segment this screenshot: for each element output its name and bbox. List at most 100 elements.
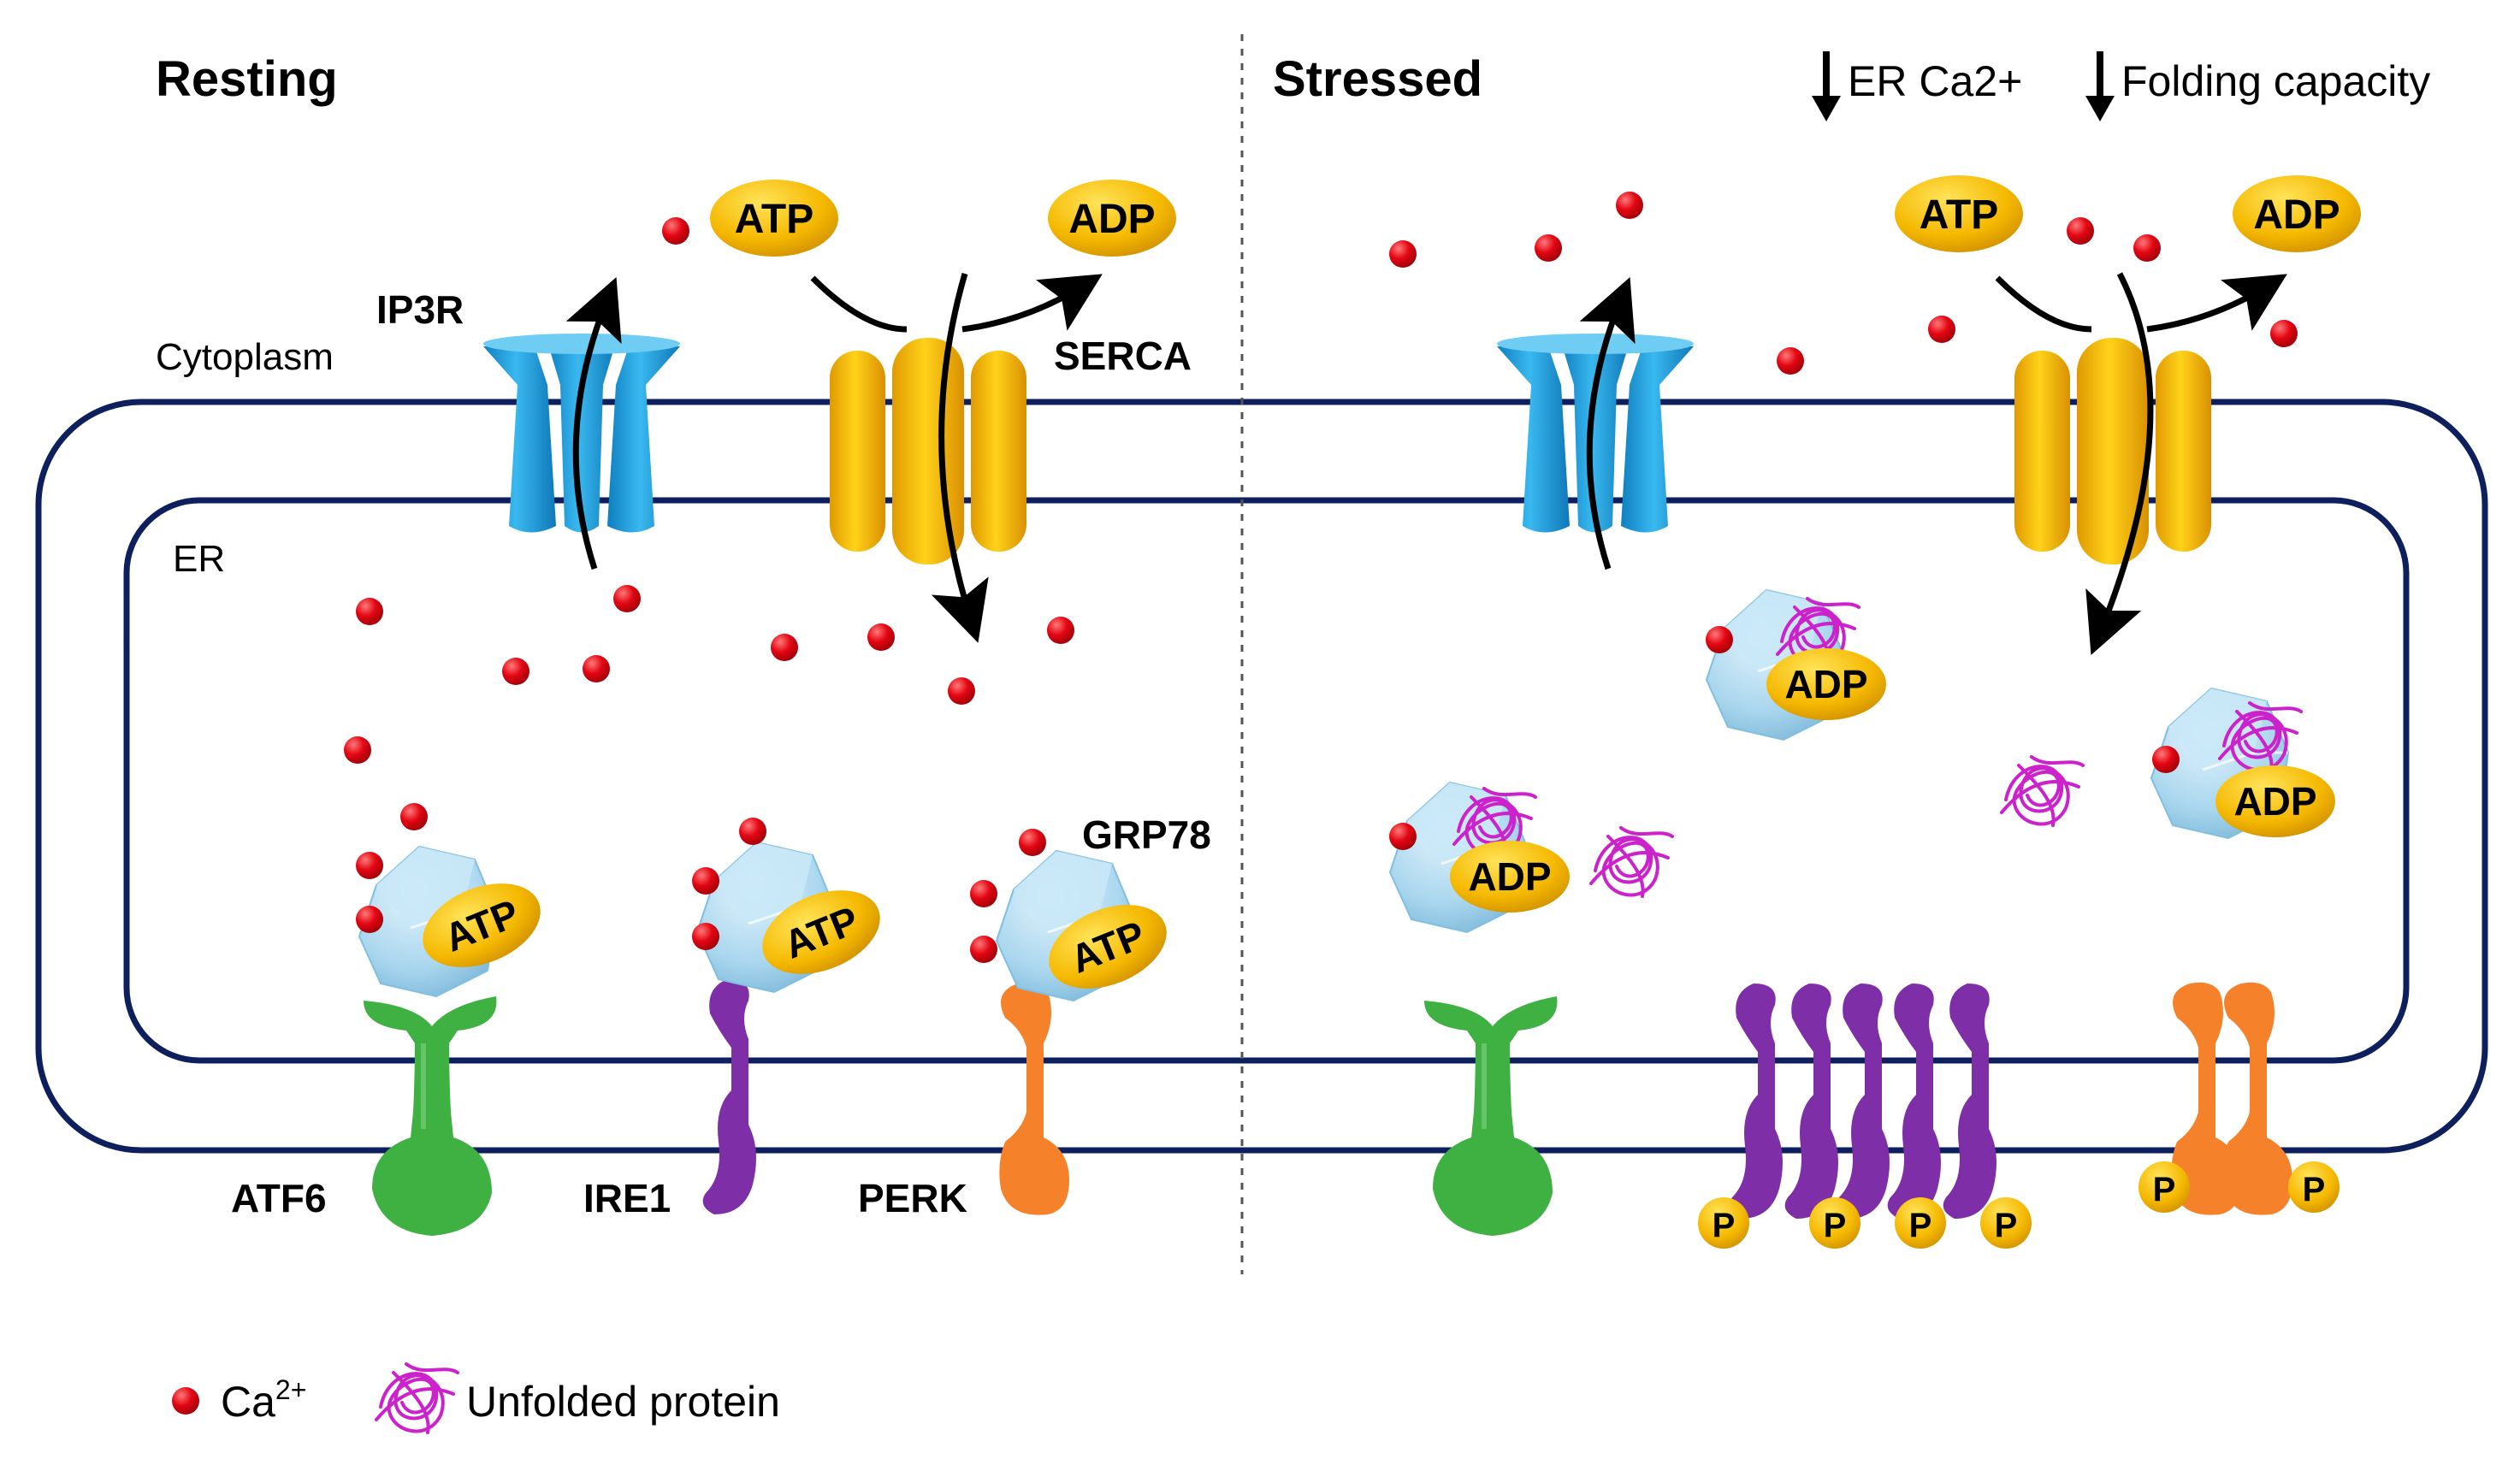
- ca-release-arrow: [565, 277, 622, 570]
- atp-molecule: ATP: [762, 890, 880, 974]
- calcium-ion: [970, 880, 997, 907]
- adp-molecule: [1450, 841, 1570, 913]
- calcium-ion: [692, 923, 719, 950]
- perk-sensor: [999, 982, 1069, 1215]
- ip3r-label: IP3R: [376, 287, 464, 332]
- adp-label: ADP: [1784, 662, 1867, 706]
- perk-dimer: [2171, 982, 2292, 1215]
- adp-out-arrow: [2146, 274, 2287, 333]
- ca-release-arrow: [1579, 277, 1636, 570]
- phosphate-group: P: [2288, 1161, 2340, 1213]
- ire1-sensor: [1836, 984, 1890, 1219]
- calcium-ion: [2152, 746, 2180, 773]
- svg-text:P: P: [1713, 1207, 1736, 1244]
- adp-label: ADP: [2253, 192, 2340, 238]
- cytoplasm-label: Cytoplasm: [156, 336, 334, 378]
- phosphate-group: P: [1895, 1197, 1946, 1249]
- grp78-bound-unfolded: ADP: [2150, 687, 2335, 840]
- atp-molecule: ATP: [710, 180, 838, 257]
- calcium-ion: [1389, 823, 1417, 850]
- phosphate-group: P: [1698, 1197, 1749, 1249]
- grp78-label: GRP78: [1082, 812, 1211, 857]
- calcium-ion: [2270, 320, 2298, 347]
- calcium-ion: [970, 936, 997, 963]
- calcium-ion: [739, 818, 766, 845]
- calcium-ion: [1019, 829, 1046, 856]
- atp-molecule: ATP: [1049, 905, 1167, 989]
- atf6-sensor: [1424, 996, 1557, 1236]
- legend-unfolded-label: Unfolded protein: [466, 1378, 780, 1426]
- calcium-ion: [867, 623, 895, 651]
- er-ca-decrease-label: ER Ca2+: [1848, 57, 2022, 105]
- adp-molecule: ADP: [1048, 180, 1176, 257]
- stressed-title: Stressed: [1273, 51, 1482, 107]
- ire1-oligomer: [1729, 984, 1996, 1219]
- calcium-ion: [948, 677, 975, 705]
- calcium-ion: [1706, 626, 1733, 653]
- resting-title: Resting: [156, 51, 338, 107]
- adp-label: ADP: [1468, 854, 1551, 899]
- down-arrow-icon: [1812, 51, 1841, 121]
- legend-ca-label: Ca2+: [221, 1374, 306, 1426]
- calcium-ion: [1047, 617, 1074, 644]
- adp-molecule: [2215, 765, 2335, 837]
- er-label: ER: [173, 538, 225, 580]
- calcium-ion: [344, 736, 371, 764]
- grp78-bound-unfolded: ADP: [1705, 588, 1886, 741]
- perk-sensor: [2222, 982, 2292, 1215]
- svg-text:P: P: [2153, 1171, 2176, 1208]
- svg-text:P: P: [1995, 1207, 2018, 1244]
- atp-in-arrow: [1995, 275, 2092, 333]
- er-membrane: [123, 497, 2410, 1064]
- atp-molecule: ATP: [423, 883, 541, 967]
- ire1-sensor: [1729, 984, 1783, 1219]
- ire1-sensor: [1943, 984, 1996, 1219]
- serca-label: SERCA: [1054, 334, 1192, 378]
- calcium-ion: [2067, 217, 2094, 245]
- atp-label: ATP: [1920, 192, 1998, 238]
- calcium-ion: [356, 906, 383, 933]
- calcium-ion: [771, 634, 798, 661]
- phosphate-group: P: [2138, 1161, 2190, 1213]
- serca-pump: [2014, 338, 2211, 564]
- legend: Ca2+ Unfolded protein: [172, 1362, 780, 1434]
- calcium-ion: [662, 217, 689, 245]
- adp-label: ADP: [1068, 197, 1155, 242]
- ire1-label: IRE1: [583, 1176, 671, 1220]
- svg-text:P: P: [1909, 1207, 1932, 1244]
- calcium-ion: [400, 803, 428, 830]
- adp-label: ADP: [2233, 779, 2316, 824]
- calcium-ion: [2133, 234, 2161, 262]
- calcium-ion: [1928, 316, 1955, 343]
- grp78-bound-unfolded: ADP: [1388, 781, 1570, 934]
- calcium-ion: [1777, 347, 1804, 375]
- calcium-ion: [1616, 192, 1643, 219]
- atp-molecule: ATP: [1895, 175, 2023, 252]
- atp-in-arrow: [810, 275, 908, 333]
- svg-text:P: P: [2303, 1171, 2326, 1208]
- serca-pump: [830, 338, 1026, 564]
- plasma-membrane: [35, 399, 2488, 1154]
- calcium-ion: [1389, 240, 1417, 268]
- adp-molecule: ADP: [2233, 175, 2361, 252]
- calcium-ion: [613, 585, 641, 612]
- ca-uptake-arrow: [931, 273, 989, 643]
- ire1-sensor: [1784, 984, 1838, 1219]
- down-arrow-icon: [2085, 51, 2115, 121]
- ire1-sensor: [702, 979, 756, 1214]
- phospho-groups-ire1: P P P P: [1698, 1197, 2032, 1249]
- calcium-ion: [356, 598, 383, 625]
- ire1-sensor: [1887, 984, 1941, 1219]
- calcium-ion: [1535, 234, 1562, 262]
- folding-capacity-decrease-label: Folding capacity: [2121, 57, 2430, 105]
- adp-molecule: [1766, 648, 1886, 720]
- ca-uptake-arrow: [2085, 272, 2154, 655]
- adp-out-arrow: [961, 274, 1103, 333]
- calcium-ion: [502, 658, 529, 685]
- calcium-ion: [692, 867, 719, 895]
- unfolded-protein: [2000, 755, 2085, 827]
- calcium-ion: [583, 655, 610, 682]
- phosphate-group: P: [1809, 1197, 1860, 1249]
